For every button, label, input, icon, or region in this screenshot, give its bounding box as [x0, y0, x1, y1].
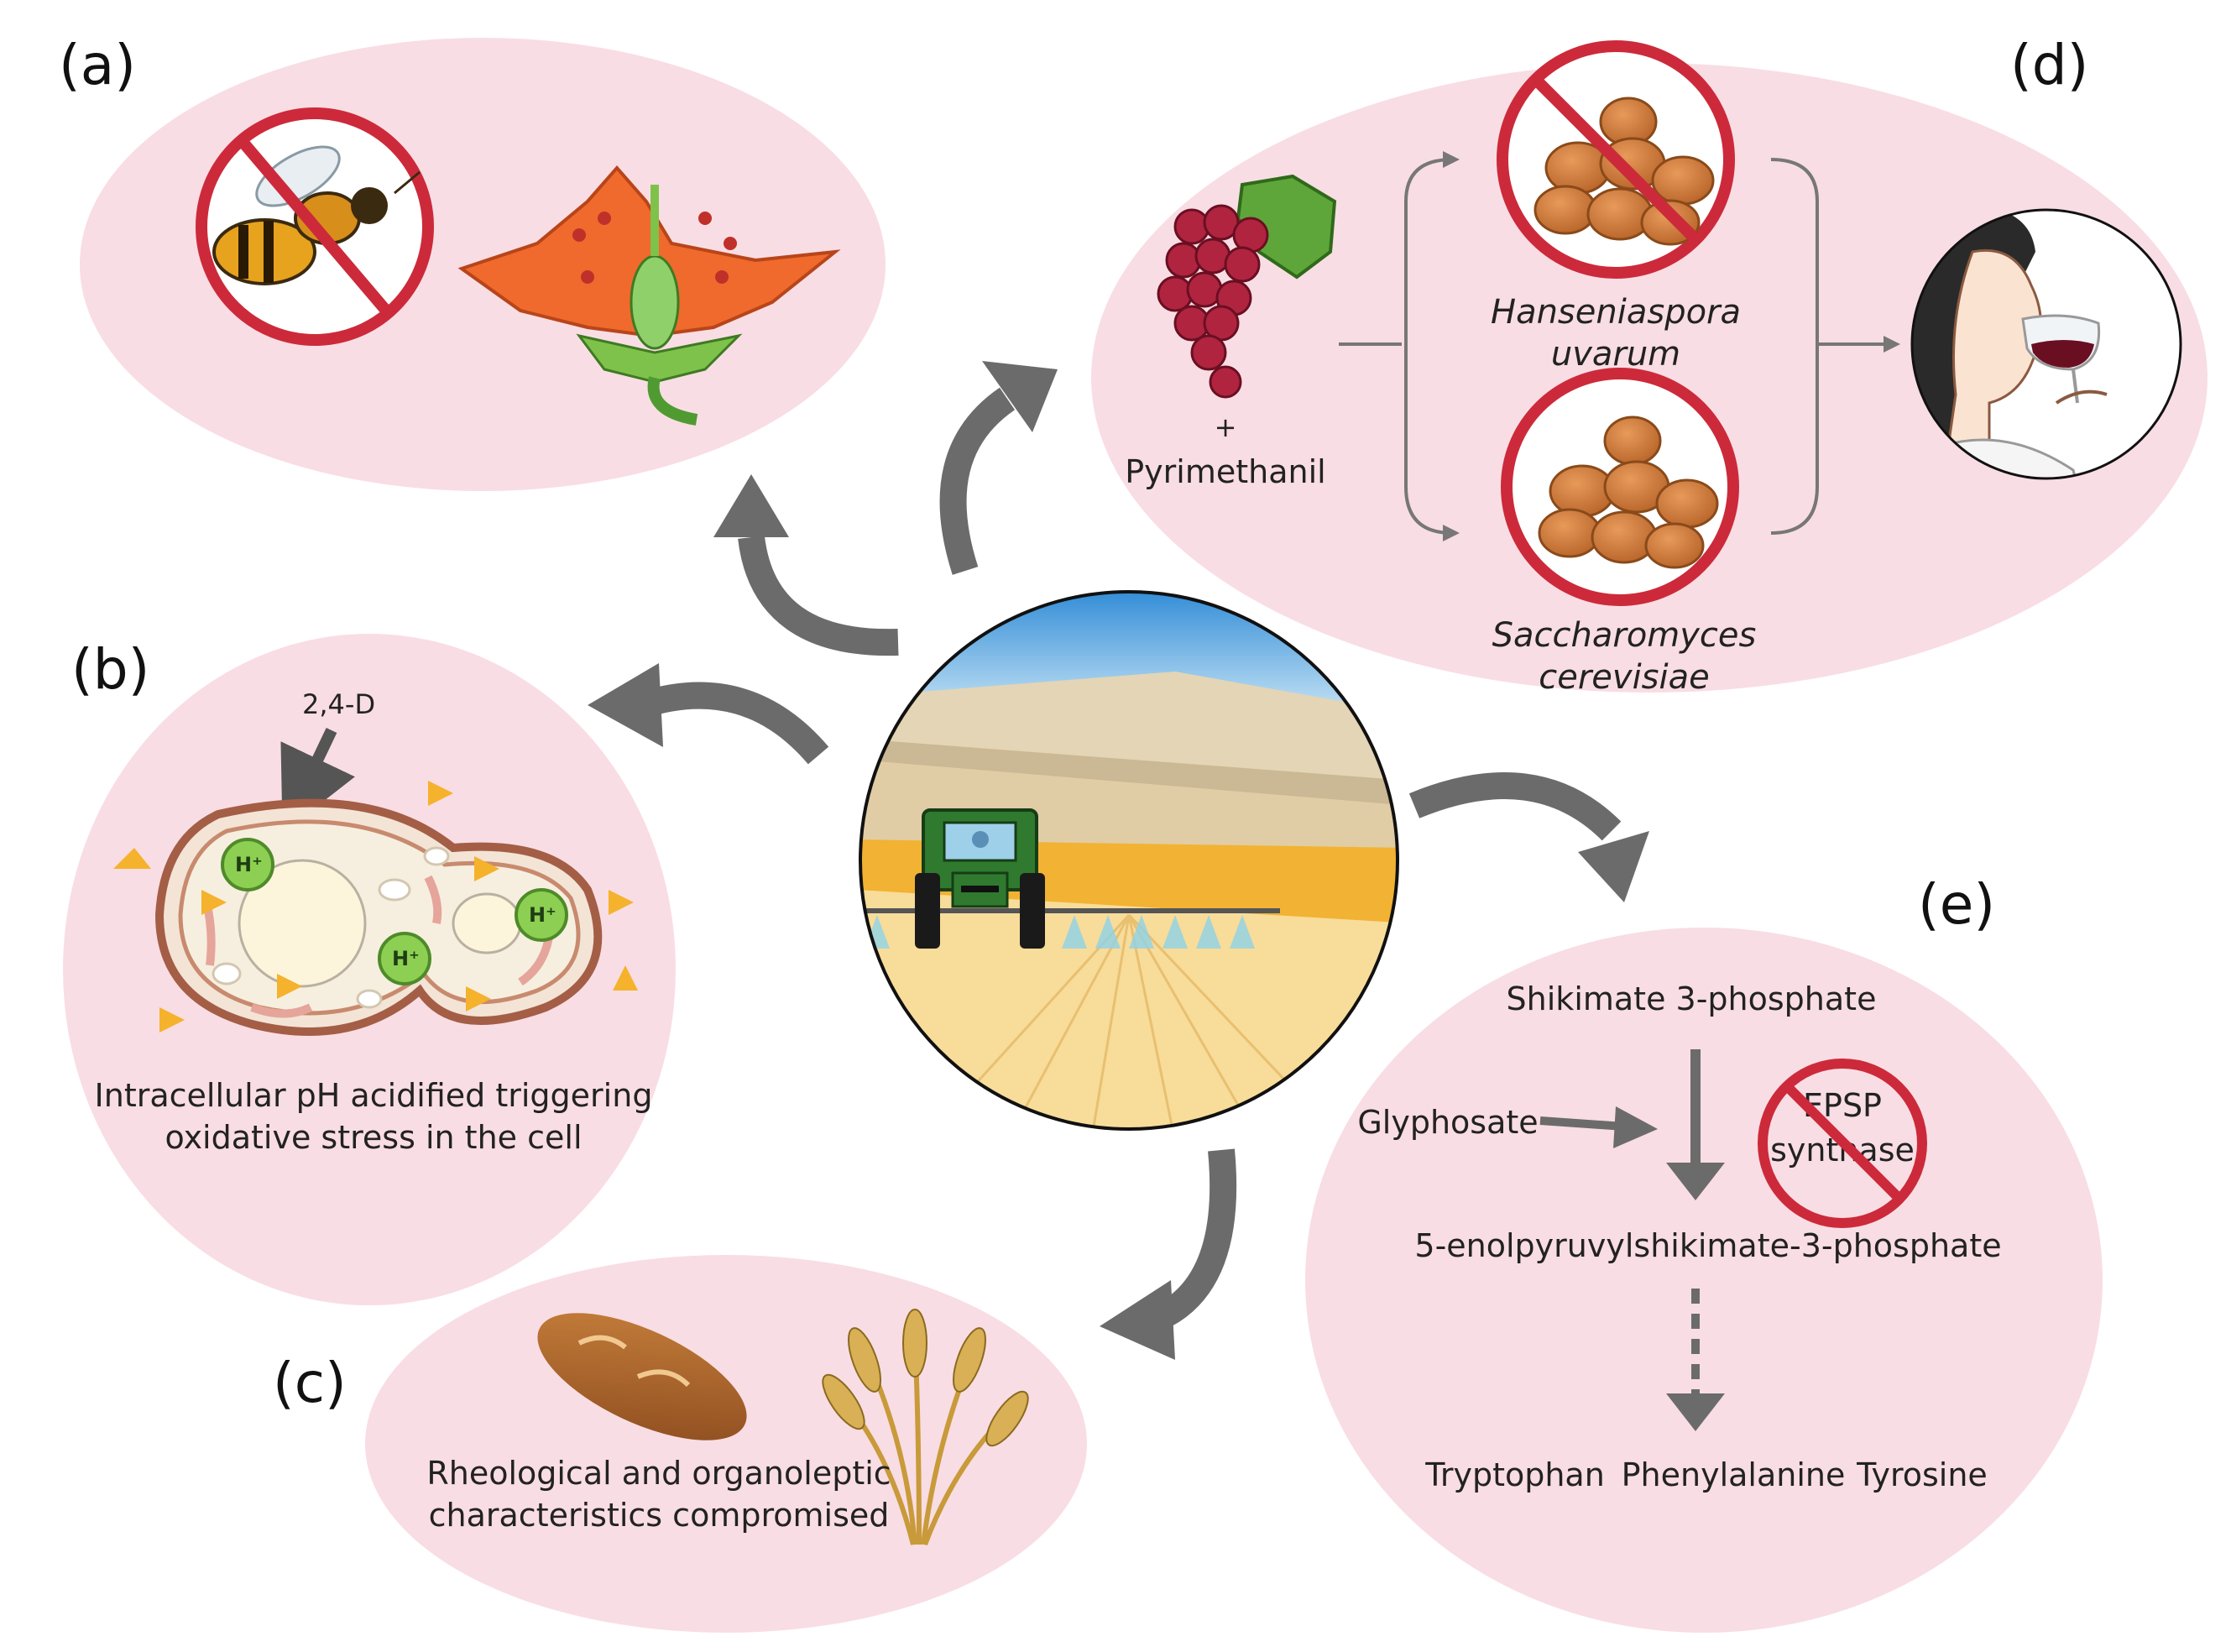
arrow-to-panel-a: [713, 474, 899, 656]
no-bee-icon: [196, 107, 434, 346]
yeast-saccharomyces-inhibited-icon: [1501, 368, 1739, 606]
plant-cell-icon: [154, 798, 603, 1036]
arrow-to-panel-c: [1100, 1148, 1237, 1360]
substrate-shikimate-label: Shikimate 3-phosphate: [1507, 980, 1877, 1017]
flower-icon: [457, 165, 841, 426]
panel-c-caption-line1: Rheological and organoleptic: [426, 1455, 891, 1492]
amino-acid-phenylalanine: Phenylalanine: [1622, 1456, 1846, 1493]
bread-icon: [537, 1313, 747, 1440]
branch-bracket-left: [1339, 151, 1460, 541]
farm-field-icon: [859, 590, 1399, 1131]
yeast2-name-line1: Saccharomyces: [1492, 616, 1757, 655]
panel-b-caption-line1: Intracellular pH acidified triggering: [95, 1077, 653, 1114]
proton-label-1: H⁺: [235, 853, 263, 876]
panel-b-letter: (b): [71, 637, 149, 702]
pyrimethanil-label: Pyrimethanil: [1125, 453, 1325, 490]
panel-c-letter: (c): [273, 1351, 347, 1415]
arrow-to-panel-b: [588, 663, 829, 765]
herbicide-particle-icon: [113, 781, 638, 1032]
wheat-icon: [822, 1309, 1029, 1546]
compound-2-4-d-label: 2,4-D: [302, 688, 375, 720]
branch-bracket-right: [1770, 158, 1900, 535]
panel-e-background: [1305, 928, 2103, 1633]
proton-h-plus-icon: H⁺ H⁺ H⁺: [221, 838, 568, 985]
amino-acid-tyrosine: Tyrosine: [1856, 1456, 1988, 1493]
no-epsp-synthase-icon: EPSP synthase: [1758, 1059, 1927, 1228]
arrow-to-panel-d: [939, 361, 1058, 575]
pathway-arrow-main: [1666, 1049, 1725, 1200]
panel-b-caption-line2: oxidative stress in the cell: [165, 1119, 582, 1156]
inhibition-arrow: [1539, 1106, 1658, 1148]
proton-label-2: H⁺: [392, 947, 420, 970]
pathway-arrow-dotted: [1666, 1289, 1725, 1431]
yeast1-name-line1: Hanseniaspora: [1491, 293, 1741, 332]
panel-c-caption-line2: characteristics compromised: [429, 1497, 890, 1534]
arrow-to-panel-e: [1408, 772, 1649, 902]
inhibitor-glyphosate-label: Glyphosate: [1357, 1104, 1538, 1141]
yeast-hanseniaspora-inhibited-icon: [1497, 40, 1735, 279]
amino-acid-tryptophan: Tryptophan: [1424, 1456, 1605, 1493]
panel-e-letter: (e): [1918, 872, 1995, 937]
grape-icon: [1157, 174, 1337, 399]
yeast2-name-line2: cerevisiae: [1539, 658, 1710, 697]
plus-sign: +: [1215, 411, 1237, 443]
panel-d-letter: (d): [2010, 33, 2088, 97]
tractor-sprayer-icon: [915, 808, 1045, 949]
panel-a-letter: (a): [59, 33, 136, 97]
yeast1-name-line2: uvarum: [1551, 335, 1680, 374]
proton-label-3: H⁺: [529, 903, 556, 927]
product-epsp-label: 5-enolpyruvylshikimate-3-phosphate: [1414, 1227, 2001, 1264]
